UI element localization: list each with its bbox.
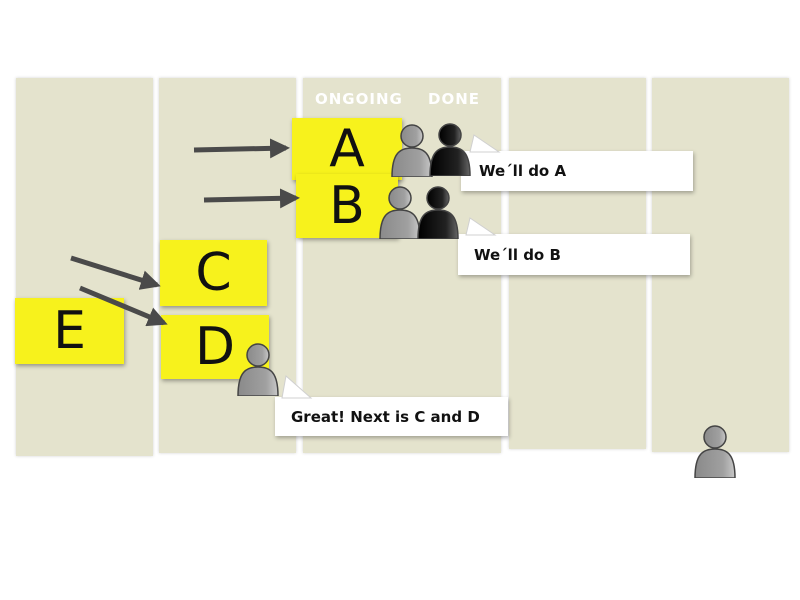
speech-bubble-b: We´ll do B [458,234,690,275]
speech-bubble-cd-text: Great! Next is C and D [291,407,480,426]
person-icon [429,123,471,176]
column-label-ongoing: ONGOING [315,90,403,108]
arrow-icon [193,138,290,159]
person-icon [237,343,279,396]
sticky-note-a[interactable]: A [292,118,402,180]
column-label-done: DONE [428,90,481,108]
person-icon [379,186,421,239]
person-icon [391,124,433,177]
speech-bubble-a-text: We´ll do A [479,162,567,180]
bubble-tail [465,217,497,236]
arrow-icon [70,255,161,290]
board-column-1 [16,78,153,456]
arrow-icon [203,188,300,209]
bubble-tail [281,375,313,399]
arrow-icon [79,285,168,327]
person-icon [417,186,459,239]
speech-bubble-a: We´ll do A [461,151,693,191]
speech-bubble-cd: Great! Next is C and D [275,397,508,436]
person-icon [694,425,736,478]
bubble-tail [469,134,501,153]
sticky-note-c[interactable]: C [160,240,267,306]
speech-bubble-b-text: We´ll do B [474,245,561,264]
sticky-note-e[interactable]: E [15,298,124,364]
